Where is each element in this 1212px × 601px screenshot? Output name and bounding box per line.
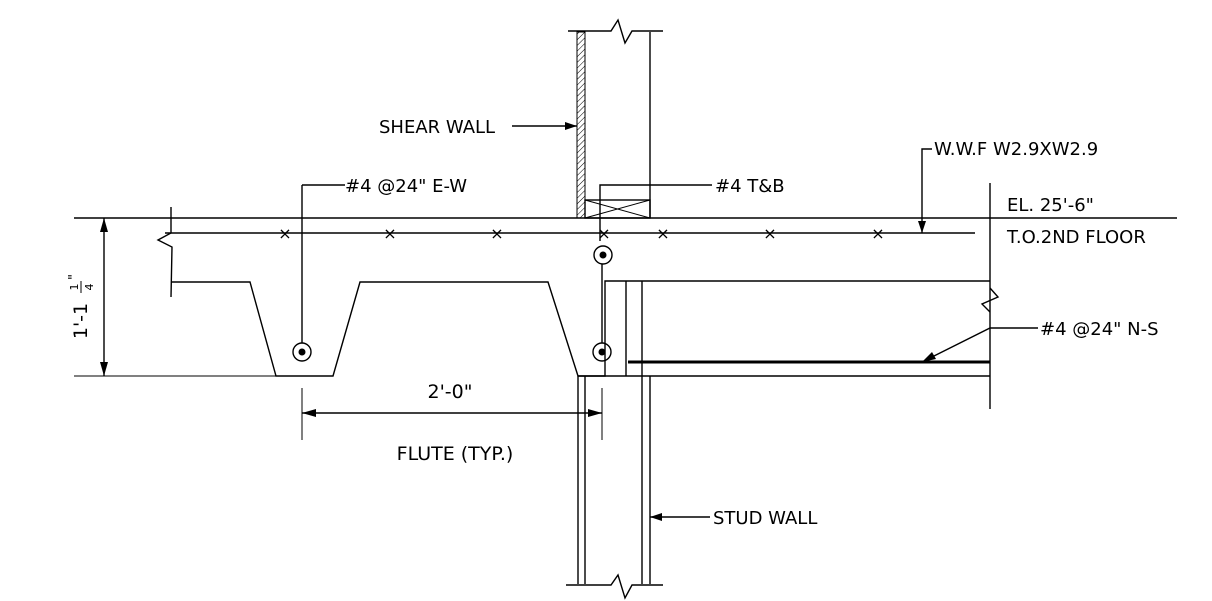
bar-ns-label: #4 @24" N-S — [1040, 319, 1159, 340]
floor-label: T.O.2ND FLOOR — [1006, 227, 1146, 248]
bar-tb-label: #4 T&B — [715, 176, 785, 197]
rebar-tb-top — [593, 245, 613, 265]
wwf-label: W.W.F W2.9XW2.9 — [934, 139, 1098, 160]
svg-text:×: × — [278, 224, 291, 243]
ledger-framing — [578, 281, 990, 377]
svg-text:1'-1: 1'-1 — [70, 303, 92, 339]
rebar-ew — [292, 184, 345, 362]
labels: SHEAR WALL #4 @24" E-W #4 T&B W.W.F W2.9… — [345, 117, 1159, 529]
elevation-label: EL. 25'-6" — [1007, 195, 1094, 216]
stud-wall-label: STUD WALL — [713, 508, 817, 529]
rebar-tb-bottom — [592, 264, 612, 362]
svg-text:×: × — [763, 224, 776, 243]
left-break-line — [156, 207, 173, 298]
svg-text:×: × — [490, 224, 503, 243]
depth-dimension: 1'-1 1 4 " — [67, 218, 276, 377]
svg-text:×: × — [383, 224, 396, 243]
stud-wall — [566, 376, 663, 600]
svg-text:1: 1 — [68, 284, 81, 291]
flute-dimension — [301, 388, 603, 440]
shear-wall-label: SHEAR WALL — [379, 117, 495, 138]
slab-top: × × × × × × × — [74, 217, 1000, 243]
bar-ew-label: #4 @24" E-W — [345, 176, 467, 197]
svg-text:×: × — [871, 224, 884, 243]
metal-deck-profile — [171, 183, 1000, 409]
svg-text:4: 4 — [83, 284, 96, 291]
svg-text:": " — [67, 274, 82, 280]
rebar-bars — [292, 184, 613, 362]
shear-wall — [568, 18, 663, 219]
flute-note-label: FLUTE (TYP.) — [397, 443, 514, 465]
leaders — [512, 122, 1177, 521]
svg-text:×: × — [656, 224, 669, 243]
flute-dimension-label: 2'-0" — [428, 381, 473, 403]
depth-dimension-label: 1'-1 1 4 " — [67, 274, 96, 339]
